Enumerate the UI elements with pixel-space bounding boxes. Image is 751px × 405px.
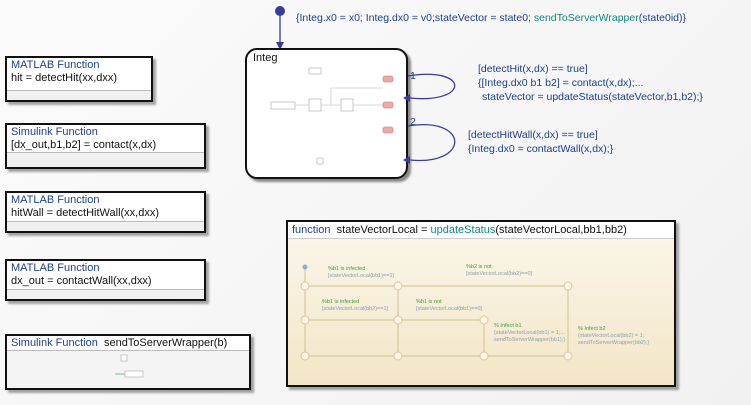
transition-2-label[interactable]: [detectHitWall(x,dx) == true] {Integ.dx0… (468, 128, 613, 156)
gf-action-2b: {stateVectorLocal(bb2) = 1; (578, 333, 645, 339)
function-block-contact-type: Simulink Function (11, 126, 98, 138)
transition-2-order: 2 (410, 116, 416, 128)
graphical-function-name: updateStatus (430, 224, 496, 236)
function-block-detecthit-signature: hit = detectHit(xx,dxx) (11, 72, 118, 84)
function-block-detecthitwall[interactable]: MATLAB Function hitWall = detectHitWall(… (5, 191, 206, 233)
function-block-sendtoserverwrapper-name: sendToServerWrapper(b) (103, 337, 228, 349)
integ-state-name: Integ (253, 52, 278, 64)
gf-cond-2: %b2 is not (466, 264, 492, 270)
gf-cond-4: %b1 is not (416, 299, 442, 305)
integ-state[interactable]: Integ (245, 48, 408, 179)
function-block-sendtoserverwrapper-contents (115, 354, 144, 378)
function-block-contact-footer (7, 152, 204, 167)
default-transition-dot (275, 6, 285, 16)
integ-state-contents (270, 67, 394, 165)
default-transition-part-2: sendToServerWrapper (533, 12, 639, 24)
function-block-contactwall[interactable]: MATLAB Function dx_out = contactWall(xx,… (5, 259, 206, 301)
function-block-contact-signature: [dx_out,b1,b2] = contact(x,dx) (11, 139, 157, 151)
gf-action-1: % Infect b1 (494, 323, 522, 329)
default-transition-label[interactable]: {Integ.x0 = x0; Integ.dx0 = v0;stateVect… (296, 11, 686, 25)
graphical-function-args: (stateVectorLocal,bb1,bb2) (495, 224, 627, 236)
gf-action-1c: sendToServerWrapper(bb1);} (494, 337, 566, 343)
gf-action-2: % Infect b2 (578, 326, 606, 332)
gf-action-1b: {stateVectorLocal(bb1) = 1;... (494, 330, 565, 336)
transition-2-line-2: {Integ.dx0 = contactWall(x,dx);} (468, 143, 614, 155)
gf-cond-3: %b1 is infected (322, 299, 360, 305)
function-block-detecthitwall-signature: hitWall = detectHitWall(xx,dxx) (11, 207, 160, 219)
graphical-function-flow (300, 264, 573, 361)
function-block-contactwall-footer (7, 289, 204, 299)
function-block-sendtoserverwrapper-body (7, 350, 249, 388)
gf-action-2c: sendToServerWrapper(bb2);} (578, 340, 650, 346)
gf-cond-2b: [stateVectorLocal(bb2)==0] (466, 271, 533, 277)
function-block-detecthit-footer (7, 90, 151, 100)
gf-cond-1: %b1 is infected (328, 266, 366, 272)
transition-1-order: 1 (410, 70, 416, 82)
transition-1-label[interactable]: [detectHit(x,dx) == true] {[Integ.dx0 b1… (478, 62, 703, 104)
default-transition-part-1: {Integ.x0 = x0; Integ.dx0 = v0;stateVect… (296, 12, 534, 24)
transition-1-line-3: stateVector = updateStatus(stateVector,b… (482, 91, 703, 103)
function-block-contactwall-signature: dx_out = contactWall(xx,dxx) (11, 275, 152, 287)
function-block-detecthit[interactable]: MATLAB Function hit = detectHit(xx,dxx) (5, 56, 153, 102)
gf-cond-3b: [stateVectorLocal(bb2)==1] (322, 306, 389, 312)
graphical-function-title: function stateVectorLocal = updateStatus… (288, 222, 674, 239)
function-block-contact[interactable]: Simulink Function [dx_out,b1,b2] = conta… (5, 123, 206, 169)
function-block-sendtoserverwrapper-type: Simulink Function (11, 337, 98, 349)
self-loop-transitions[interactable] (400, 60, 470, 190)
function-block-contactwall-type: MATLAB Function (11, 262, 100, 274)
default-transition-arrow[interactable] (260, 0, 300, 52)
gf-cond-1b: [stateVectorLocal(bb1)==1] (328, 273, 395, 279)
function-block-sendtoserverwrapper[interactable]: Simulink Function sendToServerWrapper(b) (5, 334, 251, 390)
graphical-function-updatestatus[interactable]: function stateVectorLocal = updateStatus… (286, 220, 676, 387)
default-transition-part-3: (state0id)} (638, 12, 687, 24)
graphical-function-keyword: function (292, 224, 331, 236)
transition-1-line-2: {[Integ.dx0 b1 b2] = contact(x,dx);... (478, 77, 644, 89)
graphical-function-lhs: stateVectorLocal = (336, 224, 431, 236)
function-block-detecthit-type: MATLAB Function (11, 59, 100, 71)
transition-1-line-1: [detectHit(x,dx) == true] (478, 63, 588, 75)
function-block-detecthitwall-type: MATLAB Function (11, 194, 100, 206)
gf-cond-4b: [stateVectorLocal(bb1)==0] (416, 306, 483, 312)
function-block-sendtoserverwrapper-header: Simulink Function sendToServerWrapper(b) (11, 337, 227, 349)
transition-2-line-1: [detectHitWall(x,dx) == true] (468, 129, 598, 141)
function-block-detecthitwall-footer (7, 221, 204, 231)
